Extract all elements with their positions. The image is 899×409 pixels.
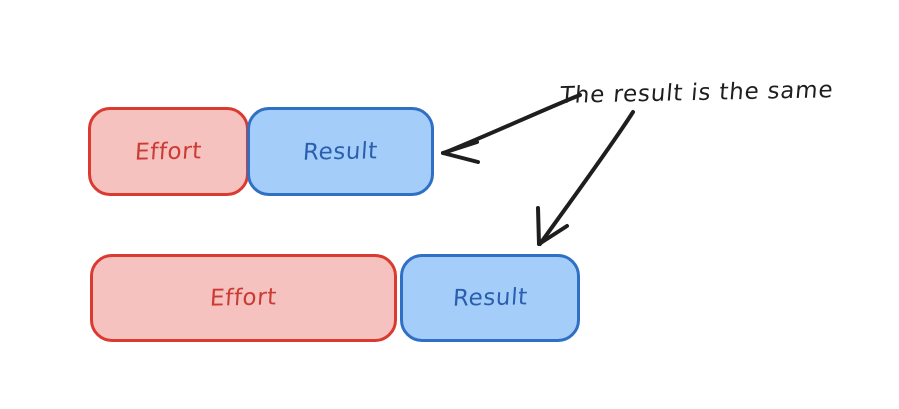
result-box-row1-label: Result <box>302 137 379 166</box>
result-box-row1[interactable]: Result <box>247 107 434 196</box>
effort-box-row1-label: Effort <box>134 137 203 166</box>
result-box-row2-label: Result <box>451 284 529 312</box>
effort-box-row2-label: Effort <box>209 284 278 312</box>
result-box-row2[interactable]: Result <box>400 254 580 342</box>
effort-box-row2[interactable]: Effort <box>90 254 397 342</box>
arrow-to-result-row2-icon <box>536 110 635 246</box>
effort-box-row1[interactable]: Effort <box>88 107 249 196</box>
annotation-label: The result is the same <box>558 77 835 109</box>
